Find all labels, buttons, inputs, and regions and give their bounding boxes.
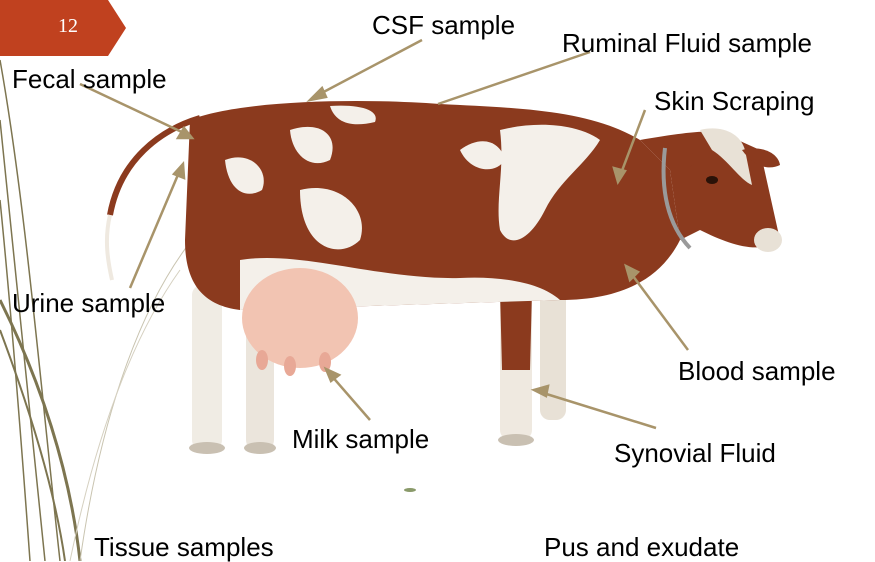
- arrow-csf: [316, 40, 422, 96]
- arrow-milk: [330, 374, 370, 420]
- label-urine-sample: Urine sample: [12, 290, 165, 316]
- label-csf-sample: CSF sample: [372, 12, 515, 38]
- arrow-ruminal: [438, 52, 590, 104]
- label-milk-sample: Milk sample: [292, 426, 429, 452]
- label-skin-scraping: Skin Scraping: [654, 88, 814, 114]
- label-blood-sample: Blood sample: [678, 358, 836, 384]
- label-synovial-fluid: Synovial Fluid: [614, 440, 776, 466]
- label-pus-and-exudate: Pus and exudate: [544, 534, 739, 560]
- arrow-urine: [130, 170, 180, 288]
- cow-illustration: [107, 101, 782, 492]
- label-ruminal-fluid-sample: Ruminal Fluid sample: [562, 30, 812, 56]
- page-number: 12: [58, 16, 78, 36]
- arrow-blood: [630, 272, 688, 350]
- label-fecal-sample: Fecal sample: [12, 66, 167, 92]
- label-tissue-samples: Tissue samples: [94, 534, 274, 560]
